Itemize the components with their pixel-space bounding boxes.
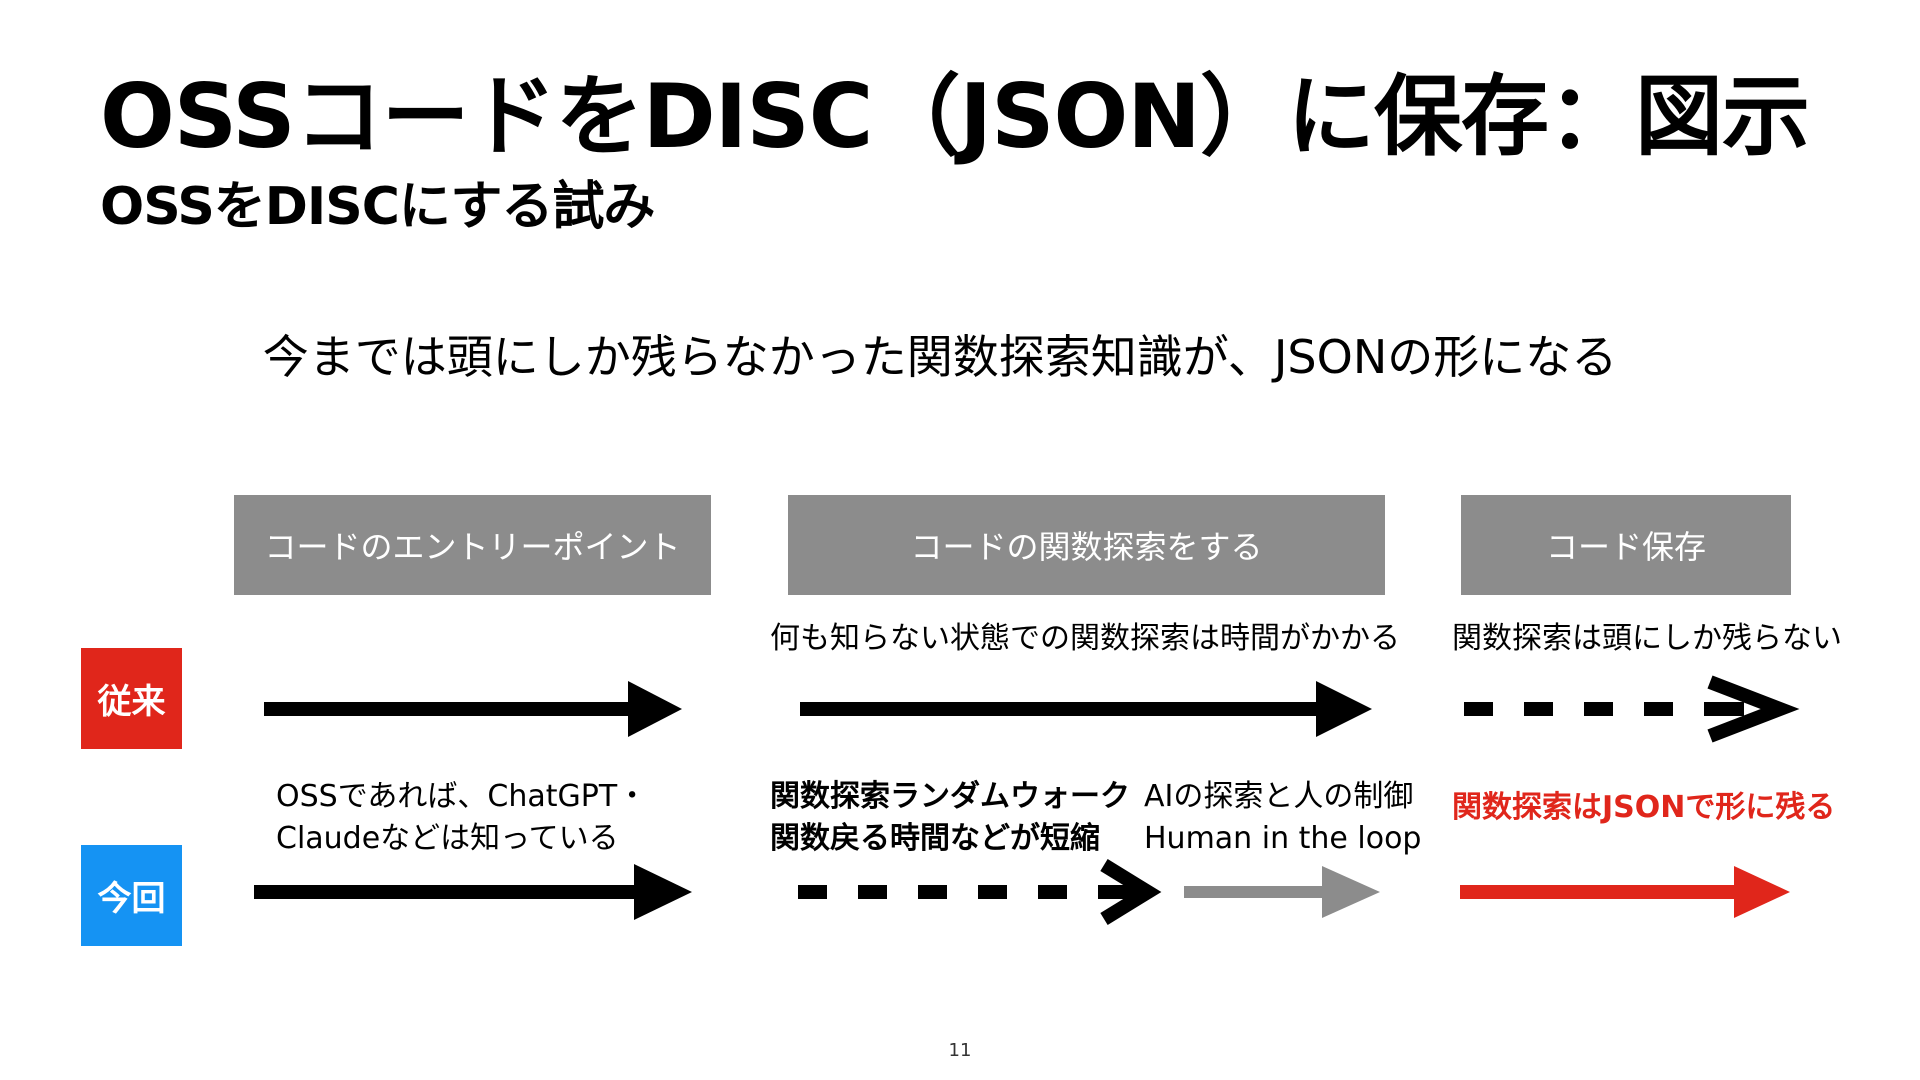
- now-note-stage1-line2: Claudeなどは知っている: [276, 821, 619, 856]
- past-note-stage3: 関数探索は頭にしか残らない: [1452, 621, 1842, 656]
- row-label-past: 従来: [81, 648, 182, 749]
- now-note-stage2b-line2: Human in the loop: [1144, 821, 1422, 856]
- now-note-stage2b: AIの探索と人の制御 Human in the loop: [1144, 776, 1421, 860]
- now-note-stage2a-line2: 関数戻る時間などが短縮: [770, 821, 1100, 856]
- slide-subtitle: OSSをDISCにする試み: [100, 177, 655, 237]
- page-number: 11: [948, 1040, 972, 1061]
- arrow-past-stage1: [264, 681, 682, 737]
- now-note-stage2a-line1: 関数探索ランダムウォーク: [770, 779, 1130, 814]
- now-note-stage3: 関数探索はJSONで形に残る: [1452, 790, 1836, 825]
- now-note-stage2a: 関数探索ランダムウォーク 関数戻る時間などが短縮: [770, 776, 1130, 860]
- arrow-past-stage2: [800, 681, 1372, 737]
- past-note-stage2: 何も知らない状態での関数探索は時間がかかる: [770, 621, 1400, 656]
- lead-statement: 今までは頭にしか残らなかった関数探索知識が、JSONの形になる: [262, 330, 1618, 384]
- stage-function-search: コードの関数探索をする: [788, 495, 1385, 595]
- now-note-stage1: OSSであれば、ChatGPT・ Claudeなどは知っている: [276, 776, 647, 860]
- arrow-past-stage3-dashed: [1464, 675, 1800, 743]
- slide-title: OSSコードをDISC（JSON）に保存：図示: [100, 65, 1810, 168]
- stage-code-save: コード保存: [1461, 495, 1791, 595]
- arrow-now-stage2b-gray: [1184, 866, 1380, 918]
- arrow-now-stage1: [254, 864, 692, 920]
- now-note-stage2b-line1: AIの探索と人の制御: [1144, 779, 1414, 814]
- row-label-now: 今回: [81, 845, 182, 946]
- arrow-now-stage3-red: [1460, 866, 1790, 918]
- arrow-now-stage2a-dashed: [798, 859, 1162, 925]
- now-note-stage1-line1: OSSであれば、ChatGPT・: [276, 779, 648, 814]
- stage-entry-point: コードのエントリーポイント: [234, 495, 711, 595]
